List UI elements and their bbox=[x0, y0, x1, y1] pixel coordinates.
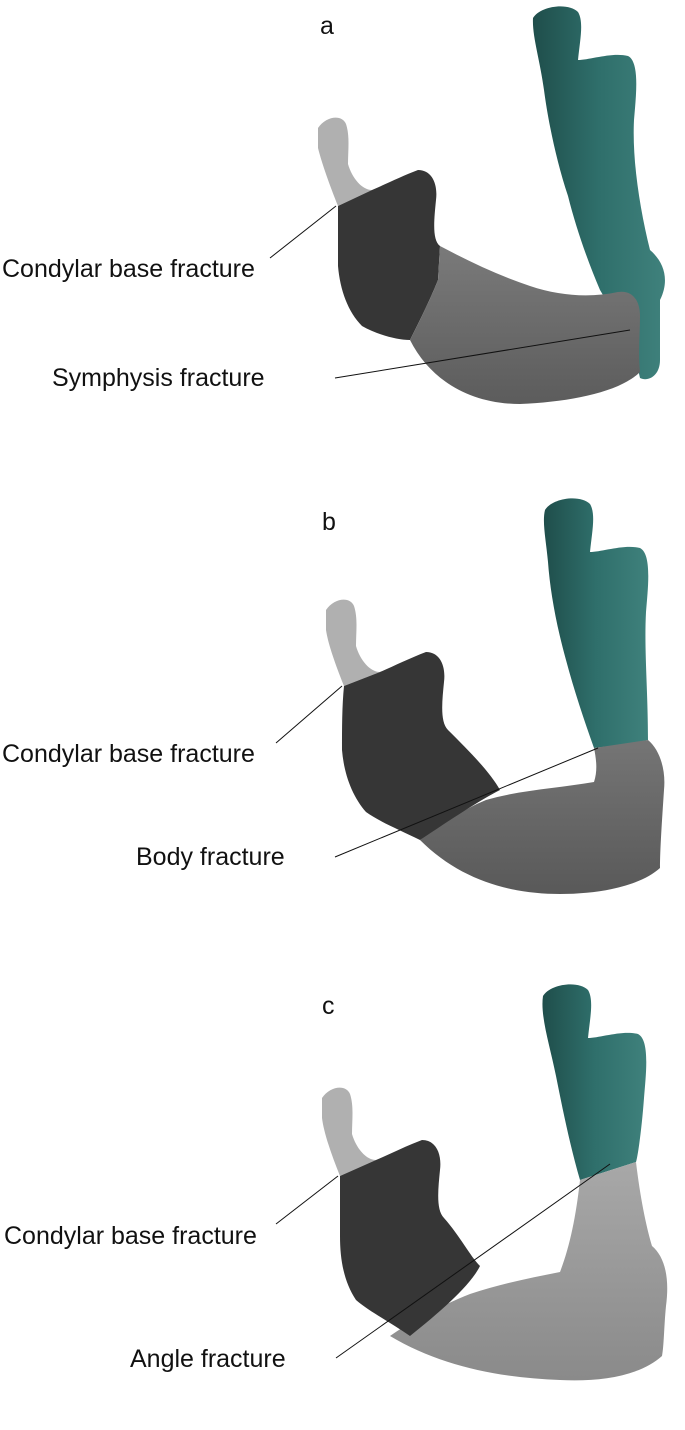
anterior-body-fragment bbox=[410, 246, 640, 404]
left-body-fragment bbox=[342, 652, 500, 840]
right-ramus-fragment bbox=[532, 6, 665, 380]
right-ramus-fragment bbox=[542, 984, 647, 1180]
mandible-diagram-a bbox=[269, 6, 665, 404]
left-condyle-fragment bbox=[318, 117, 372, 206]
leader-line-lower bbox=[334, 329, 631, 379]
leader-line-upper bbox=[275, 1175, 339, 1225]
angle-fracture-label: Angle fracture bbox=[130, 1345, 286, 1373]
panel-b: b Condylar base fracture Body fracture bbox=[0, 490, 685, 954]
condylar-base-fracture-label: Condylar base fracture bbox=[4, 1222, 257, 1250]
symphysis-fracture-label: Symphysis fracture bbox=[52, 364, 265, 392]
panel-letter: a bbox=[320, 12, 334, 40]
left-angle-fragment bbox=[340, 1140, 480, 1336]
anterior-body-fragment bbox=[420, 740, 665, 894]
anterior-body-fragment bbox=[390, 1162, 668, 1381]
panel-letter: b bbox=[322, 508, 336, 536]
condylar-base-fracture-label: Condylar base fracture bbox=[2, 740, 255, 768]
left-condyle-fragment bbox=[326, 599, 380, 686]
leader-line-lower bbox=[335, 1163, 611, 1359]
right-ramus-fragment bbox=[543, 498, 649, 748]
left-body-fragment bbox=[338, 170, 440, 340]
leader-line-upper bbox=[275, 685, 343, 744]
body-fracture-label: Body fracture bbox=[136, 843, 285, 871]
leader-line-upper bbox=[269, 205, 337, 259]
left-condyle-fragment bbox=[322, 1087, 376, 1176]
panel-letter: c bbox=[322, 992, 335, 1020]
leader-line-lower bbox=[334, 747, 599, 858]
condylar-base-fracture-label: Condylar base fracture bbox=[2, 255, 255, 283]
panel-a: a Condylar base fracture Symphysis fract… bbox=[0, 0, 685, 464]
mandible-diagram-b bbox=[275, 498, 665, 894]
panel-c: c Condylar base fracture Angle fracture bbox=[0, 966, 685, 1430]
mandible-diagram-c bbox=[275, 984, 668, 1381]
